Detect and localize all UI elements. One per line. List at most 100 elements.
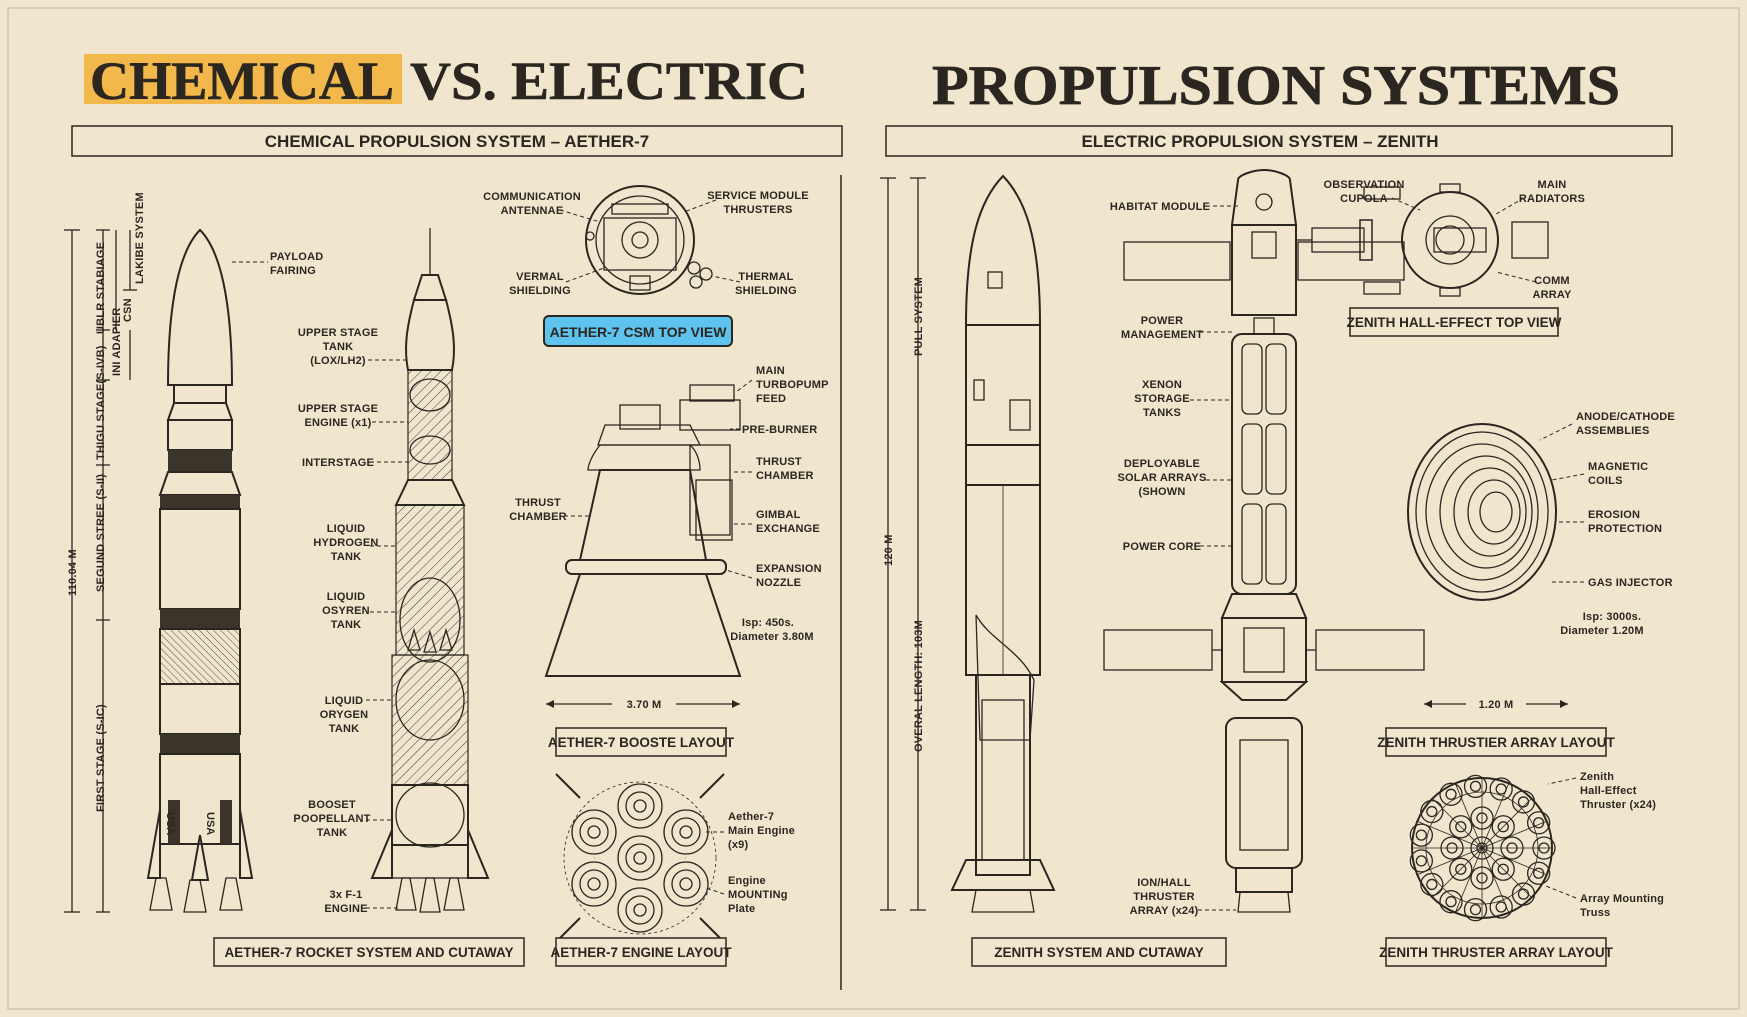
svg-text:Diameter 3.80M: Diameter 3.80M: [730, 631, 814, 643]
svg-text:POOPELLANT: POOPELLANT: [293, 813, 370, 825]
svg-text:ZENITH THRUSTIER ARRAY LAYOUT: ZENITH THRUSTIER ARRAY LAYOUT: [1377, 735, 1615, 750]
engine-drawing: [544, 384, 742, 677]
svg-text:PAYLOAD: PAYLOAD: [270, 251, 323, 263]
rocket-exterior: [146, 228, 254, 913]
thruster-array-drawing: [1409, 774, 1556, 922]
svg-text:Plate: Plate: [728, 903, 755, 915]
engine-expansion-nozzle-label: EXPANSION NOZZLE: [725, 563, 822, 589]
solar-arrays-label: DEPLOYABLE SOLAR ARRAYS (SHOWN: [1118, 458, 1232, 498]
cluster-nozzle: [617, 887, 663, 933]
svg-text:ANODE/CATHODE: ANODE/CATHODE: [1576, 411, 1675, 423]
array-thruster: [1511, 790, 1536, 814]
array-thruster: [1470, 866, 1494, 890]
svg-text:TANKS: TANKS: [1143, 407, 1181, 419]
rocket-cutaway: [370, 228, 490, 913]
svg-text:VERMAL: VERMAL: [516, 271, 564, 283]
upper-stage-engine-label: UPPER STAGE ENGINE (x1): [298, 403, 408, 429]
anode-cathode-label: ANODE/CATHODE ASSEMBLIES: [1539, 411, 1675, 441]
svg-text:ZENITH THRUSTER ARRAY LAYOUT: ZENITH THRUSTER ARRAY LAYOUT: [1379, 945, 1614, 960]
ion-hall-thruster-label: ION/HALL THRUSTER ARRAY (x24): [1130, 877, 1236, 917]
engine-cluster-drawing: [555, 773, 725, 943]
svg-text:LIQUID: LIQUID: [327, 523, 365, 535]
zenith-array-caption: ZENITH THRUSTER ARRAY LAYOUT: [1379, 937, 1614, 967]
csm-comm-antennae-label: COMMUNICATION ANTENNAE: [483, 191, 601, 223]
svg-text:FEED: FEED: [756, 393, 786, 405]
svg-text:GIMBAL: GIMBAL: [756, 509, 801, 521]
array-thruster: [1489, 895, 1513, 919]
svg-text:EXCHANGE: EXCHANGE: [756, 523, 820, 535]
usa-mark-left: USA: [164, 812, 176, 835]
chemical-dimension-lines: [64, 229, 137, 913]
svg-text:THERMAL: THERMAL: [738, 271, 793, 283]
svg-text:HABITAT MODULE: HABITAT MODULE: [1110, 201, 1210, 213]
comm-array-label: COMM ARRAY: [1495, 271, 1572, 301]
chemical-section-header: CHEMICAL PROPULSION SYSTEM – AETHER-7: [71, 125, 843, 157]
array-thruster: [1491, 815, 1515, 839]
array-thruster: [1463, 774, 1488, 798]
observation-cupola-label: OBSERVATION CUPOLA: [1323, 179, 1421, 211]
array-thruster: [1439, 890, 1463, 914]
svg-text:Isp: 450s.: Isp: 450s.: [742, 617, 794, 629]
svg-text:Aether-7: Aether-7: [728, 811, 774, 823]
array-thruster: [1420, 799, 1444, 824]
dim-csm: CSN: [122, 298, 134, 322]
zenith-system-caption: ZENITH SYSTEM AND CUTAWAY: [971, 937, 1227, 967]
svg-text:PROTECTION: PROTECTION: [1588, 523, 1662, 535]
dim-lander-system: LAKIBE SYSTEM: [134, 192, 146, 284]
array-mounting-truss-label: Array Mounting Truss: [1545, 885, 1664, 919]
svg-text:ANTENNAE: ANTENNAE: [501, 205, 564, 217]
svg-text:TANK: TANK: [317, 827, 348, 839]
array-thruster: [1449, 815, 1473, 839]
engine-width-dimension: 3.70 M: [546, 699, 740, 711]
cluster-mounting-plate-label: Engine MOUNTINg Plate: [705, 875, 787, 915]
csm-service-thrusters-label: SERVICE MODULE THRUSTERS: [683, 190, 809, 216]
svg-text:EXPANSION: EXPANSION: [756, 563, 822, 575]
main-title: CHEMICAL VS. ELECTRIC PROPULSION SYSTEMS: [84, 51, 1620, 117]
svg-text:GAS INJECTOR: GAS INJECTOR: [1588, 577, 1673, 589]
svg-text:RADIATORS: RADIATORS: [1519, 193, 1585, 205]
engine-preburner-label: PRE-BURNER: [730, 424, 817, 436]
svg-text:POWER: POWER: [1141, 315, 1184, 327]
dim-height-120m: 120 M: [883, 534, 895, 566]
svg-text:DEPLOYABLE: DEPLOYABLE: [1124, 458, 1200, 470]
svg-text:CHAMBER: CHAMBER: [756, 470, 814, 482]
title-highlight: [84, 54, 402, 104]
upper-stage-tank-label: UPPER STAGE TANK (LOX/LH2): [298, 327, 408, 367]
svg-text:AETHER-7 BOOSTE LAYOUT: AETHER-7 BOOSTE LAYOUT: [548, 735, 735, 750]
gas-injector-label: GAS INJECTOR: [1550, 577, 1673, 589]
csm-vermal-shielding-label: VERMAL SHIELDING: [509, 267, 605, 297]
svg-text:Truss: Truss: [1580, 907, 1610, 919]
engine-layout-caption: AETHER-7 ENGINE LAYOUT: [550, 937, 732, 967]
array-thruster: [1500, 836, 1524, 860]
svg-text:HYDROGEN: HYDROGEN: [313, 537, 378, 549]
hall-effect-top-view-drawing: [1296, 183, 1549, 297]
array-thruster: [1409, 823, 1434, 847]
svg-text:Thruster (x24): Thruster (x24): [1580, 799, 1656, 811]
svg-text:INTERSTAGE: INTERSTAGE: [302, 457, 374, 469]
svg-text:ARRAY: ARRAY: [1532, 289, 1572, 301]
svg-text:THRUST: THRUST: [756, 456, 802, 468]
engine-turbopump-label: MAIN TURBOPUMP FEED: [735, 365, 829, 405]
array-thruster: [1440, 836, 1464, 860]
erosion-protection-label: EROSION PROTECTION: [1556, 509, 1662, 535]
array-thruster: [1526, 861, 1551, 885]
array-thruster: [1449, 857, 1473, 881]
cluster-nozzle: [571, 861, 617, 907]
electric-section-header: ELECTRIC PROPULSION SYSTEM – ZENITH: [885, 125, 1673, 157]
svg-text:(x9): (x9): [728, 839, 748, 851]
svg-text:CHAMBER: CHAMBER: [509, 511, 567, 523]
svg-text:TURBOPUMP: TURBOPUMP: [756, 379, 829, 391]
hall-effect-thruster-count-label: Zenith Hall-Effect Thruster (x24): [1547, 771, 1656, 811]
svg-text:SOLAR ARRAYS: SOLAR ARRAYS: [1118, 472, 1207, 484]
svg-text:FAIRING: FAIRING: [270, 265, 316, 277]
hall-effect-top-view-caption: ZENITH HALL-EFFECT TOP VIEW: [1347, 307, 1562, 337]
svg-text:Isp: 3000s.: Isp: 3000s.: [1583, 611, 1641, 623]
svg-text:POWER CORE: POWER CORE: [1123, 541, 1201, 553]
engine-gimbal-label: GIMBAL EXCHANGE: [732, 509, 820, 535]
title-vs-electric: VS. ELECTRIC: [410, 51, 808, 111]
rocket-system-caption: AETHER-7 ROCKET SYSTEM AND CUTAWAY: [213, 937, 525, 967]
svg-text:AETHER-7 CSM TOP VIEW: AETHER-7 CSM TOP VIEW: [550, 324, 728, 340]
svg-text:AETHER-7 ROCKET SYSTEM AND CUT: AETHER-7 ROCKET SYSTEM AND CUTAWAY: [224, 945, 513, 960]
f1-engine-label: 3x F-1 ENGINE: [324, 889, 398, 915]
svg-text:OBSERVATION: OBSERVATION: [1323, 179, 1404, 191]
